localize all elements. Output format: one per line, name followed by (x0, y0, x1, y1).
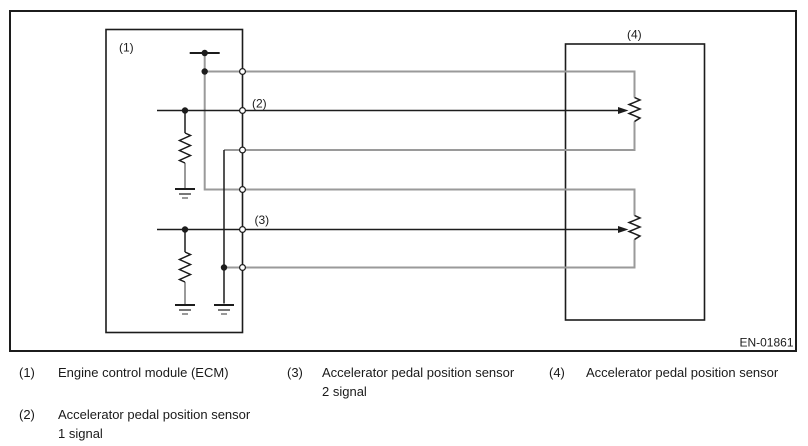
signal2-callout: (3) (255, 213, 270, 227)
connector-pins (239, 67, 247, 272)
connector-pin-2 (239, 106, 247, 114)
legend-item-4: Accelerator pedal position sensor (586, 363, 778, 382)
legend-item-2-line2: 1 signal (58, 426, 103, 441)
junction-dot-signal2 (181, 226, 189, 233)
return-wire-1 (224, 121, 636, 151)
connector-pin-4 (239, 186, 247, 194)
junction-dot-power (201, 49, 208, 57)
junction-dot-signal1 (181, 107, 189, 114)
junction-dot-supply1 (201, 68, 208, 75)
signal-group (157, 52, 642, 304)
legend-num-4: (4) (549, 365, 565, 380)
legend-item-2: Accelerator pedal position sensor 1 sign… (58, 405, 250, 443)
figure-id: EN-01861 (739, 336, 793, 350)
return-wire-2 (224, 239, 636, 269)
legend-item-1-line1: Engine control module (ECM) (58, 365, 229, 380)
connector-pin-3 (239, 146, 247, 154)
ecm-box (105, 28, 244, 334)
potentiometer-2 (627, 214, 642, 241)
sensor-box (564, 43, 706, 321)
junction-dot-return2 (220, 264, 228, 271)
legend-num-2: (2) (19, 407, 35, 422)
connector-pin-5 (239, 226, 247, 234)
pulldown-resistor-2 (177, 251, 193, 283)
connector-pin-6 (239, 264, 247, 272)
wiper-arrow-1 (618, 107, 629, 114)
pulldown-resistor-1 (177, 132, 193, 164)
ground-symbol-1 (175, 188, 195, 199)
potentiometer-1 (627, 96, 642, 123)
legend-item-3-line2: 2 signal (322, 384, 367, 399)
legend-item-1: Engine control module (ECM) (58, 363, 229, 382)
supply-wire-1 (204, 70, 636, 98)
signal1-callout: (2) (252, 97, 267, 111)
legend-num-3: (3) (287, 365, 303, 380)
ground-symbol-2 (175, 304, 195, 315)
junction-dots (181, 49, 228, 271)
wire-group (184, 53, 636, 304)
legend-item-4-line1: Accelerator pedal position sensor (586, 365, 779, 380)
ecm-callout: (1) (119, 41, 134, 55)
ground-symbol-3 (214, 304, 234, 315)
connector-pin-1 (239, 67, 247, 75)
sensor-callout: (4) (627, 28, 642, 42)
legend-item-3-line1: Accelerator pedal position sensor (322, 365, 515, 380)
legend-item-3: Accelerator pedal position sensor 2 sign… (322, 363, 514, 401)
legend-num-1: (1) (19, 365, 35, 380)
wiper-arrow-2 (618, 226, 629, 233)
supply-wire-2 (203, 53, 636, 216)
diagram-border (9, 10, 797, 352)
legend-item-2-line1: Accelerator pedal position sensor (58, 407, 251, 422)
